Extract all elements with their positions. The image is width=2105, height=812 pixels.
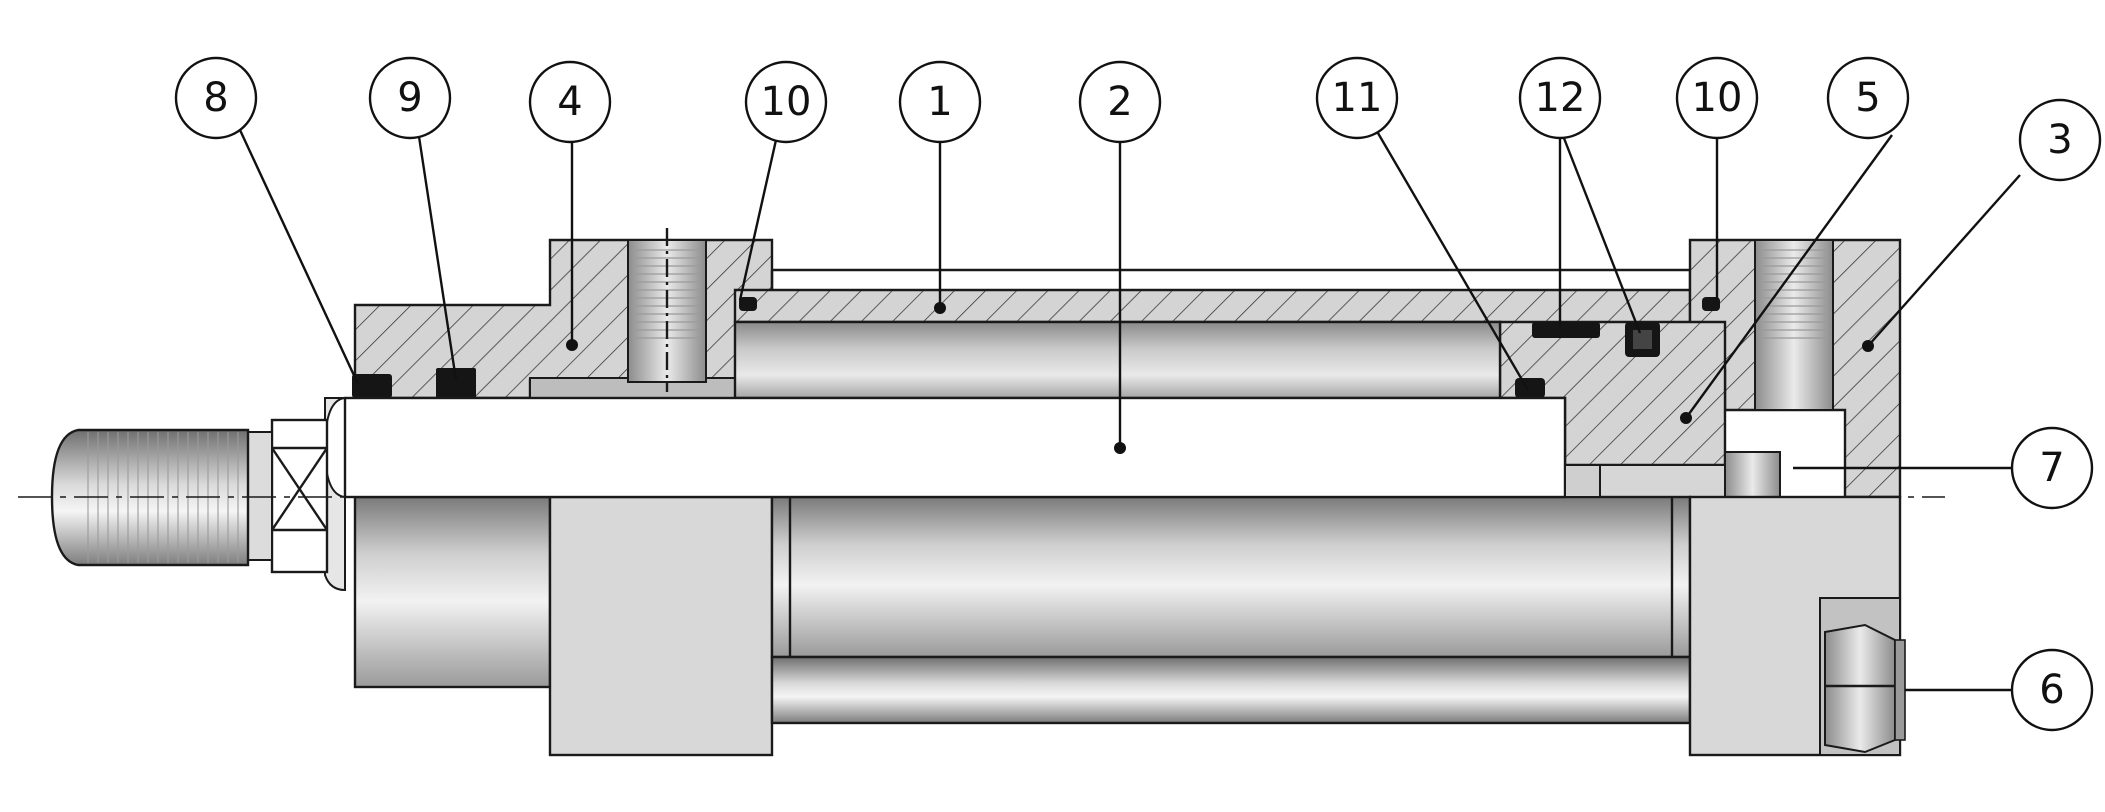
front-cover-lower-body [353,495,552,689]
callout-12-label: 12 [1535,75,1586,121]
piston-rod-oring [1515,378,1545,398]
piston-wear-band [1532,322,1600,338]
front-flange-block [548,495,774,757]
rod-seal [436,368,476,398]
callout-4-label: 4 [557,79,582,125]
front-cover-oring [739,297,757,311]
barrel-tube-section [733,288,1692,327]
callout-3: 3 [2018,98,2102,182]
callout-9-label: 9 [397,75,422,121]
callout-10-front: 10 [744,60,828,144]
rod-end-collar [323,397,346,592]
callout-9: 9 [368,56,452,140]
callout-10-rear-label: 10 [1692,75,1743,121]
callout-11: 11 [1315,56,1399,140]
rear-cover-oring [1702,297,1720,311]
callout-6: 6 [2010,648,2094,732]
callout-1: 1 [898,60,982,144]
callout-1-label: 1 [927,79,952,125]
callout-12: 12 [1518,56,1602,140]
rod-wiper-seal [352,374,392,398]
rear-cushion-screw [1724,451,1781,498]
callouts: 8 9 4 10 1 2 11 12 [174,56,2102,732]
barrel-bore-surface [733,320,1502,400]
callout-5: 5 [1826,56,1910,140]
tie-rod [770,655,1692,725]
callout-10-front-label: 10 [761,79,812,125]
callout-11-label: 11 [1332,75,1383,121]
barrel-exterior [770,495,1692,659]
callout-2-label: 2 [1107,79,1132,125]
leader-lines [238,127,2021,692]
callout-7: 7 [2010,426,2094,510]
leader-dots [566,302,1874,454]
callout-7-label: 7 [2039,445,2064,491]
piston-rod-assembly [50,396,1601,592]
callout-5-label: 5 [1855,75,1880,121]
piston-rod [343,396,1567,499]
callout-8: 8 [174,56,258,140]
callout-8-label: 8 [203,75,228,121]
front-cover-section [353,238,774,402]
rod-wrench-flats [270,418,329,574]
rod-neck [247,431,273,561]
lower-external-view [353,495,1906,757]
callout-3-label: 3 [2047,117,2072,163]
tie-rod-nut [1824,623,1896,754]
callout-4: 4 [528,60,612,144]
callout-2: 2 [1078,60,1162,144]
callout-6-label: 6 [2039,667,2064,713]
callout-10-rear: 10 [1675,56,1759,140]
